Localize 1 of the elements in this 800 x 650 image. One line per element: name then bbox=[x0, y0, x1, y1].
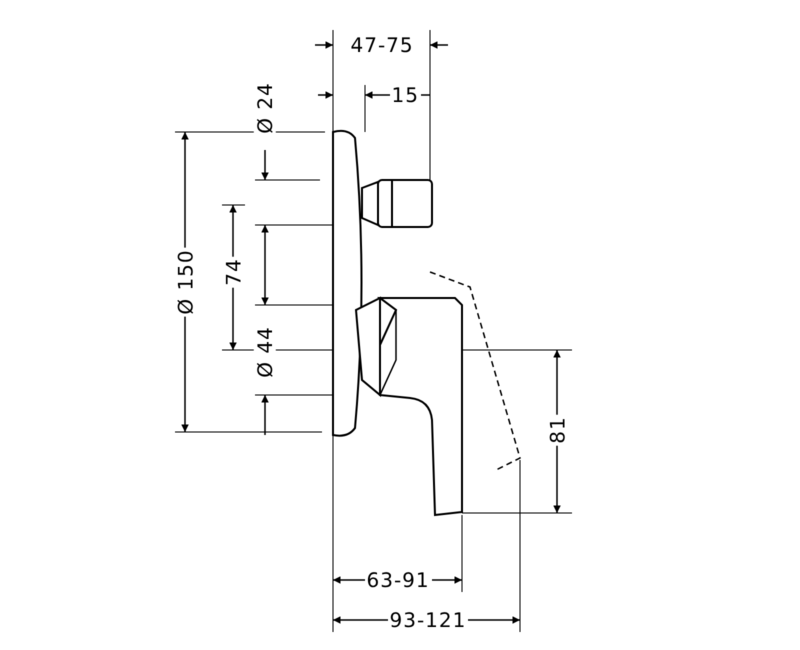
dimension-label: Ø 150 bbox=[174, 247, 196, 317]
